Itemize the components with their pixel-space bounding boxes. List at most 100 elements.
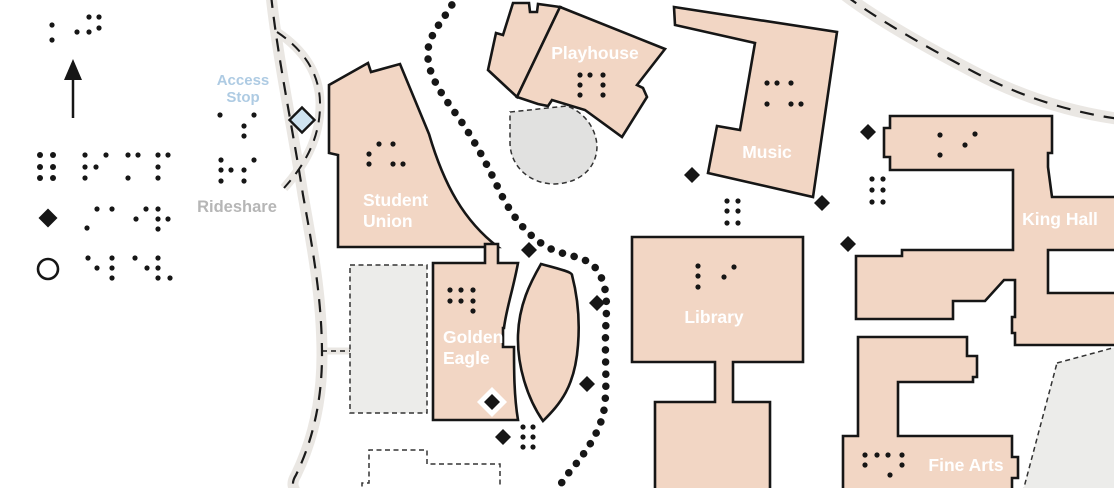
braille-dot — [774, 80, 780, 86]
braille-dot — [530, 424, 536, 430]
braille-dot — [49, 22, 55, 28]
braille-dot — [155, 275, 161, 281]
braille-dot — [520, 424, 526, 430]
building-golden-eagle — [431, 242, 520, 422]
braille-golden-eagle-braille — [447, 287, 476, 314]
braille-dot — [530, 444, 536, 450]
stair-diamond-marker — [495, 429, 511, 445]
braille-dot — [520, 444, 526, 450]
braille-dot — [93, 164, 99, 170]
braille-dot — [577, 92, 583, 98]
braille-dot — [695, 284, 701, 290]
braille-dot — [155, 175, 161, 181]
braille-dot — [50, 152, 56, 158]
highlight-diamond-marker — [484, 394, 500, 410]
building-label-playhouse: Playhouse — [551, 43, 639, 63]
braille-dot — [125, 175, 131, 181]
braille-dot — [37, 164, 43, 170]
braille-dot — [885, 452, 891, 458]
braille-dot — [82, 152, 88, 158]
southeast-lot — [1023, 346, 1114, 488]
braille-dot — [447, 298, 453, 304]
braille-dot — [869, 187, 875, 193]
stair-diamond-marker — [589, 295, 605, 311]
braille-dot — [218, 157, 224, 163]
braille-rideshare-braille — [218, 157, 257, 184]
braille-dot — [862, 452, 868, 458]
west-road-centerline — [270, 0, 324, 488]
braille-dot — [788, 80, 794, 86]
braille-dot — [695, 263, 701, 269]
braille-legend-word-stair — [84, 206, 171, 232]
braille-dot — [135, 152, 141, 158]
braille-dot — [724, 208, 730, 214]
braille-dot — [218, 167, 224, 173]
braille-dot — [165, 216, 171, 222]
stair-diamond-marker — [684, 167, 700, 183]
braille-dot — [764, 80, 770, 86]
legend-braille-cell-symbol — [37, 152, 56, 181]
braille-dot — [155, 164, 161, 170]
braille-dot — [600, 92, 606, 98]
braille-dot — [470, 287, 476, 293]
braille-dot — [458, 287, 464, 293]
braille-dot — [228, 167, 234, 173]
braille-access-stop-braille — [217, 112, 257, 139]
braille-dot — [167, 275, 173, 281]
braille-north-word — [49, 14, 102, 43]
braille-dot — [165, 152, 171, 158]
building-label-golden-eagle: Golden — [443, 327, 503, 347]
braille-dot — [241, 178, 247, 184]
braille-dot — [735, 220, 741, 226]
braille-dot — [74, 29, 80, 35]
bus-loop-centerline — [276, 31, 322, 189]
braille-dot — [50, 164, 56, 170]
north-arrow-head — [64, 59, 82, 80]
building-king-hall — [854, 114, 1114, 347]
braille-ramp-marker-3 — [520, 424, 536, 450]
building-label-student-union: Union — [363, 211, 413, 231]
braille-dot — [366, 161, 372, 167]
braille-dot — [798, 101, 804, 107]
braille-dot — [86, 29, 92, 35]
braille-dot — [724, 198, 730, 204]
braille-dot — [577, 82, 583, 88]
building-music — [672, 5, 839, 199]
braille-dot — [155, 255, 161, 261]
braille-dot — [155, 265, 161, 271]
braille-dot — [962, 142, 968, 148]
braille-dot — [899, 462, 905, 468]
stair-diamond-marker — [860, 124, 876, 140]
braille-dot — [85, 255, 91, 261]
braille-dot — [241, 123, 247, 129]
braille-dot — [695, 273, 701, 279]
braille-dot — [600, 72, 606, 78]
braille-ramp-marker-1 — [724, 198, 741, 226]
braille-dot — [94, 206, 100, 212]
accessible-route — [424, 0, 611, 488]
braille-dot — [251, 112, 257, 118]
braille-dot — [103, 152, 109, 158]
building-library — [630, 235, 805, 488]
braille-dot — [96, 25, 102, 31]
braille-dot — [155, 152, 161, 158]
north-road-band — [841, 0, 1114, 125]
braille-dot — [880, 176, 886, 182]
braille-dot — [241, 167, 247, 173]
parking-pad — [349, 264, 428, 414]
braille-dot — [50, 175, 56, 181]
braille-dot — [880, 199, 886, 205]
legend-circle-symbol — [36, 257, 60, 281]
braille-dot — [899, 452, 905, 458]
footprint-outline — [361, 449, 501, 488]
braille-dot — [869, 176, 875, 182]
stair-diamond-marker — [814, 195, 830, 211]
braille-dot — [109, 206, 115, 212]
braille-dot — [251, 157, 257, 163]
access-stop-label: Stop — [226, 89, 259, 106]
building-label-king-hall: King Hall — [1022, 209, 1098, 229]
building-label-golden-eagle: Eagle — [443, 348, 490, 368]
legend-diamond-symbol — [38, 208, 58, 228]
